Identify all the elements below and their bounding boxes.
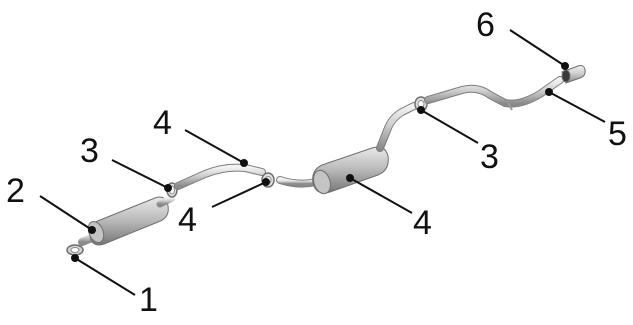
part-intermediate-pipe [174,163,266,190]
part-tail-pipe [424,76,564,111]
leader-line-3b [420,109,479,144]
leader-dot-4b [262,178,270,186]
part-rear-muffler [276,102,418,195]
callout-number-6: 6 [476,6,495,44]
callout-number-5: 5 [608,115,627,153]
leader-dot-4c [346,174,354,182]
leader-dot-6 [561,62,569,70]
leader-line-6 [509,29,566,67]
leader-dot-2 [88,226,96,234]
callout-number-4-right: 4 [413,204,432,242]
part-clamp-1 [66,244,84,256]
callout-number-2: 2 [6,172,25,210]
leader-dot-4a [240,159,248,167]
leader-lines [39,29,606,296]
leader-line-1 [74,257,136,296]
callout-number-1: 1 [139,281,158,319]
leader-line-4c [349,177,413,214]
callout-number-3-left: 3 [80,132,99,170]
leader-dot-3b [417,106,425,114]
leader-line-3a [111,159,169,189]
leader-line-2 [39,195,93,231]
leader-line-4b [211,181,267,208]
callout-number-4-middle: 4 [178,201,197,239]
leader-line-5 [548,91,606,123]
part-front-muffler [78,194,176,246]
leader-dot-1 [71,254,79,262]
callout-number-3-right: 3 [480,138,499,176]
leader-line-4a [184,129,245,164]
leader-dot-5 [545,88,553,96]
part-exhaust-tip [561,65,586,84]
callout-number-4-left: 4 [153,104,172,142]
leader-dot-3a [164,184,172,192]
